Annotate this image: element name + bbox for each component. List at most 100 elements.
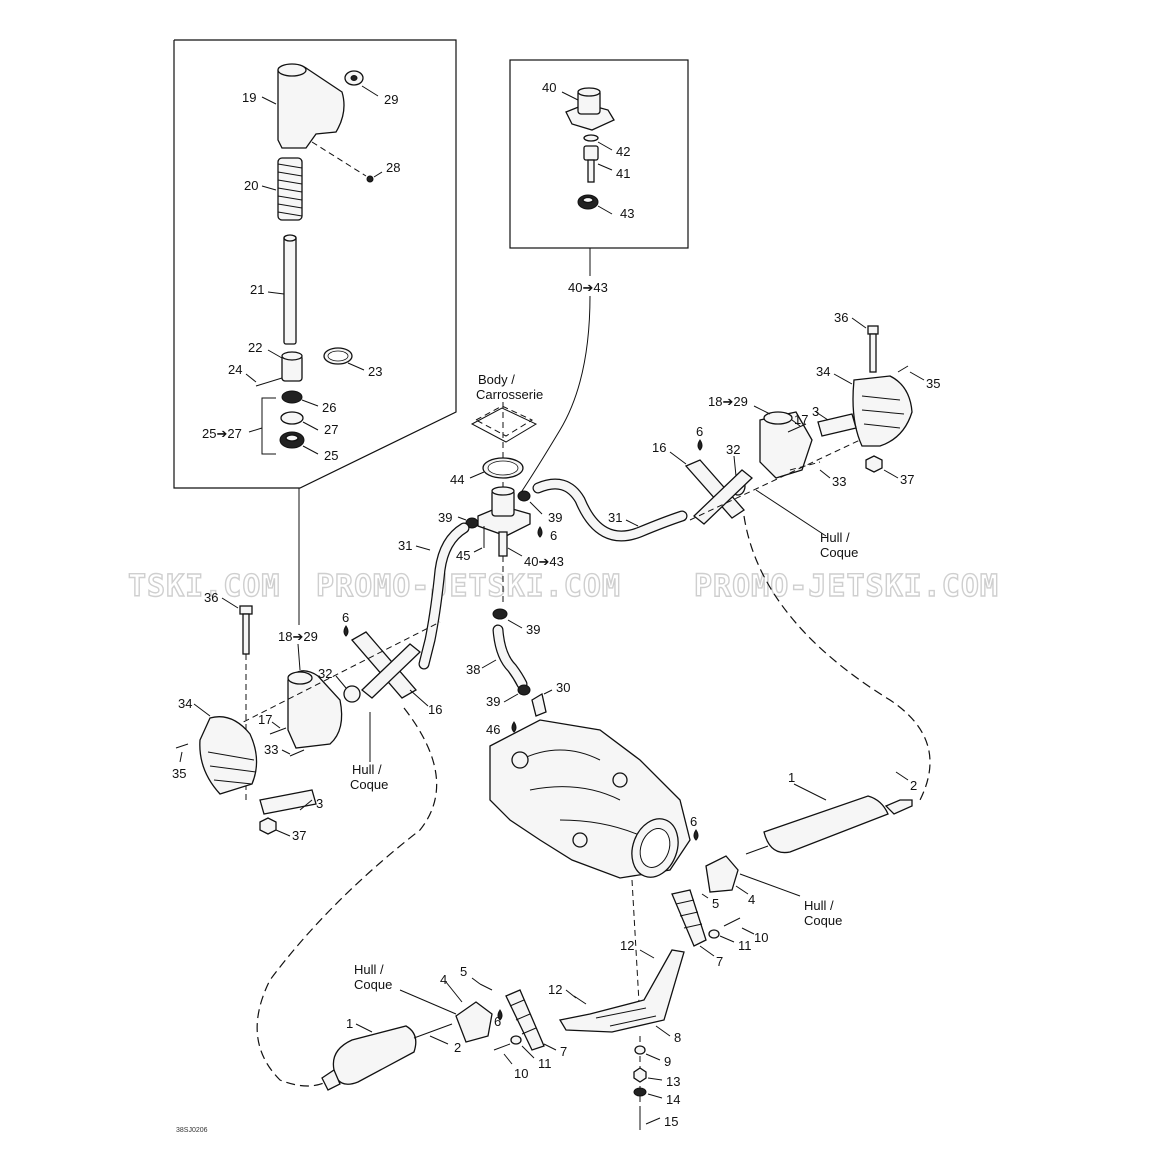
leader-40 xyxy=(561,91,579,101)
label-coque-right: Coque xyxy=(820,545,858,560)
drop-icon-46 xyxy=(511,721,517,733)
leader-39c xyxy=(507,619,523,629)
leader-39a xyxy=(457,516,467,521)
right-trim-group xyxy=(669,317,925,537)
label-37-right: 37 xyxy=(900,472,914,487)
leader-17-left xyxy=(271,721,281,729)
leader-12-lower xyxy=(565,989,577,999)
label-39-a: 39 xyxy=(438,510,452,525)
label-25-27: 25➔27 xyxy=(202,426,242,441)
leader-4-right xyxy=(735,885,749,895)
label-3-right: 3 xyxy=(812,404,819,419)
jet-pump-housing xyxy=(489,719,691,879)
label-31-left: 31 xyxy=(398,538,412,553)
leader-39b xyxy=(529,501,543,515)
label-3-left: 3 xyxy=(316,796,323,811)
spring-coils xyxy=(277,163,303,217)
leader-39d xyxy=(503,693,519,703)
part-16-cross-left-b xyxy=(361,643,421,699)
leader-28 xyxy=(373,171,383,178)
leader-16-left xyxy=(409,689,429,707)
part-18-top-left xyxy=(287,671,313,685)
leader-20 xyxy=(261,185,277,191)
label-coque-lower-right: Coque xyxy=(804,913,842,928)
label-6-lower-right: 6 xyxy=(690,814,697,829)
label-8: 8 xyxy=(674,1030,681,1045)
leader-18-29-left xyxy=(297,643,301,671)
leader-21 xyxy=(267,291,285,295)
part-4-joint-left xyxy=(455,1001,493,1043)
pump-outlet-inner xyxy=(639,828,671,868)
leader-34-left xyxy=(193,703,211,717)
part-7-arm-right xyxy=(671,889,707,947)
part-23-inner xyxy=(327,350,349,362)
label-37-left: 37 xyxy=(292,828,306,843)
label-31-right: 31 xyxy=(608,510,622,525)
part-11-washer-right xyxy=(708,929,720,939)
inset-box-left xyxy=(173,39,457,489)
part-26-nut xyxy=(281,390,303,404)
leader-43 xyxy=(597,205,613,215)
part-38-hose-inner xyxy=(493,625,527,689)
leader-11-left xyxy=(521,1045,535,1059)
part-34-ribs-right xyxy=(861,395,905,429)
body-cutout-dashed xyxy=(474,405,534,437)
label-23: 23 xyxy=(368,364,382,379)
leader-15 xyxy=(645,1117,661,1125)
pump-boss-2 xyxy=(612,772,628,788)
label-27: 27 xyxy=(324,422,338,437)
label-19: 19 xyxy=(242,90,256,105)
part-27-ring xyxy=(280,411,304,425)
label-38: 38 xyxy=(466,662,480,677)
leader-18-29-right xyxy=(753,405,771,415)
part-35-screw-left xyxy=(175,743,189,749)
leader-7-left xyxy=(543,1043,557,1051)
part-7-arm-left xyxy=(505,989,545,1051)
leader-32-left xyxy=(335,675,347,689)
part-1-sheath-left xyxy=(332,1025,417,1085)
label-12-right: 12 xyxy=(620,938,634,953)
label-34-left: 34 xyxy=(178,696,192,711)
label-21: 21 xyxy=(250,282,264,297)
label-11-left: 11 xyxy=(538,1056,552,1071)
label-14: 14 xyxy=(666,1092,680,1107)
part-36-bolt-head xyxy=(867,325,879,335)
left-trim-group xyxy=(175,597,441,837)
label-26: 26 xyxy=(322,400,336,415)
label-13: 13 xyxy=(666,1074,680,1089)
leader-26 xyxy=(301,399,319,407)
label-18-29-left: 18➔29 xyxy=(278,629,318,644)
label-5-right: 5 xyxy=(712,896,719,911)
lever-group xyxy=(558,949,685,1130)
part-7-ribs-right xyxy=(675,899,703,929)
leader-37-left xyxy=(275,829,291,837)
label-24: 24 xyxy=(228,362,242,377)
part-16-cross-right-b xyxy=(693,469,753,525)
label-45: 45 xyxy=(456,548,470,563)
part-37-nut-right xyxy=(865,455,883,473)
part-1-end-left xyxy=(321,1069,341,1091)
label-1-left: 1 xyxy=(346,1016,353,1031)
part-39-clamp-d xyxy=(517,684,531,696)
drawing-code: 38SJ0206 xyxy=(176,1127,208,1134)
leader-17-right xyxy=(791,419,801,427)
part-34-ribs-left xyxy=(207,751,257,785)
label-42: 42 xyxy=(616,144,630,159)
label-hull-lower-left: Hull / xyxy=(354,962,384,977)
drop-icon-6-left xyxy=(343,625,349,637)
label-39-d: 39 xyxy=(486,694,500,709)
label-15: 15 xyxy=(664,1114,678,1129)
label-4-right: 4 xyxy=(748,892,755,907)
part-21-top xyxy=(283,234,297,242)
leader-24 xyxy=(245,373,257,383)
part-33-screw-left xyxy=(289,749,305,757)
part-24-pin xyxy=(255,377,283,387)
part-41-fitting xyxy=(583,145,599,161)
label-hull-right: Hull / xyxy=(820,530,850,545)
label-35-left: 35 xyxy=(172,766,186,781)
part-11-washer-left xyxy=(510,1035,522,1045)
label-10-left: 10 xyxy=(514,1066,528,1081)
label-12-lower: 12 xyxy=(548,982,562,997)
part-1-sheath-right xyxy=(763,795,889,854)
label-9: 9 xyxy=(664,1054,671,1069)
